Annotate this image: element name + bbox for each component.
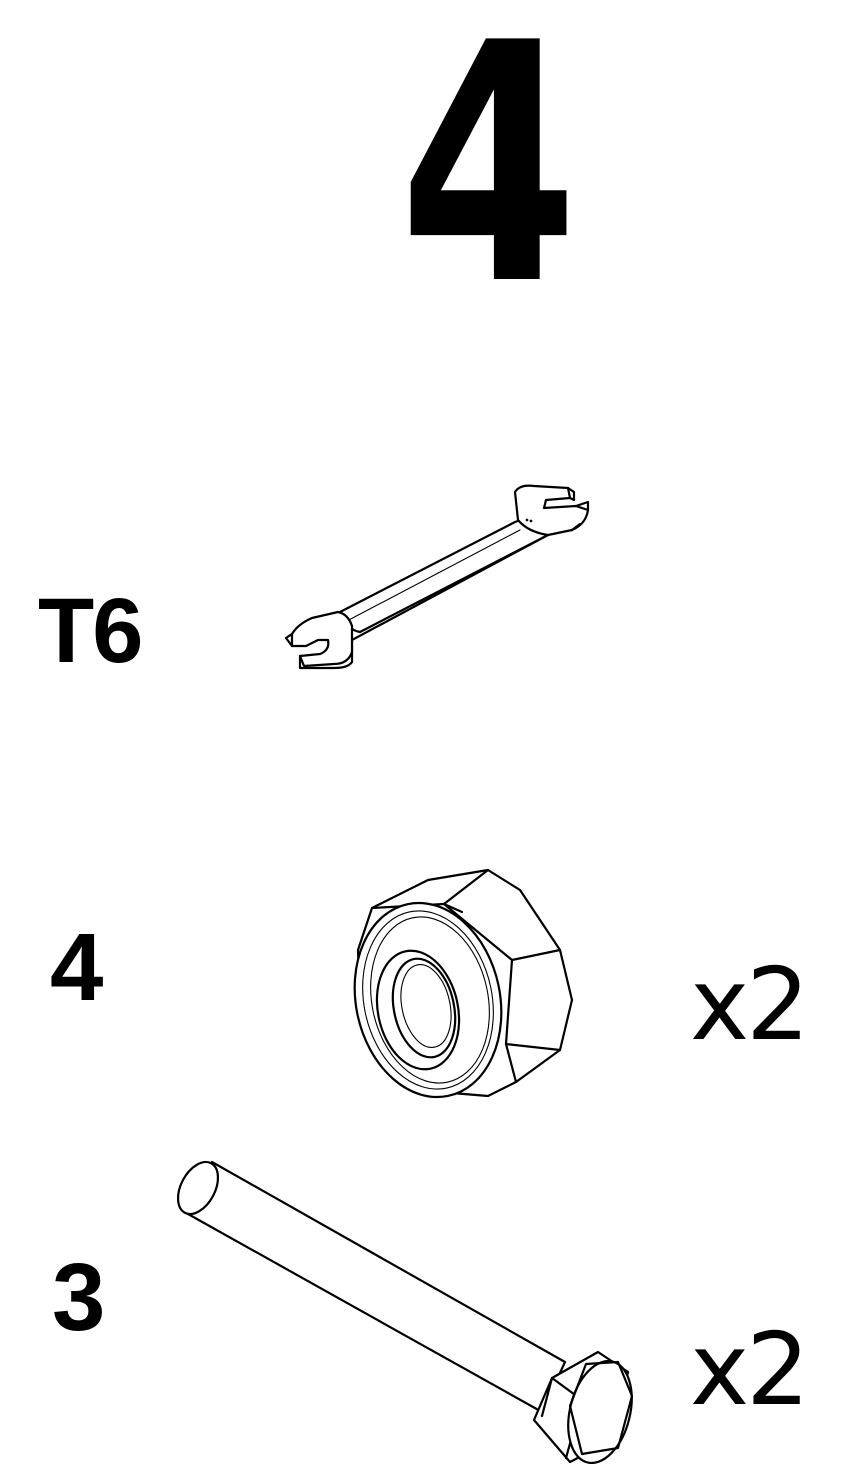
step-number: 4: [399, 0, 579, 357]
bolt-quantity: x2: [690, 1311, 810, 1428]
part-label-nut: 4: [50, 914, 104, 1021]
nut-quantity: x2: [690, 946, 810, 1063]
hex-lock-nut-icon: [353, 868, 574, 1099]
part-label-bolt: 3: [52, 1244, 106, 1351]
open-end-wrench-icon: [284, 484, 590, 670]
hex-bolt-icon: [176, 1160, 634, 1464]
tool-label: T6: [38, 580, 143, 682]
